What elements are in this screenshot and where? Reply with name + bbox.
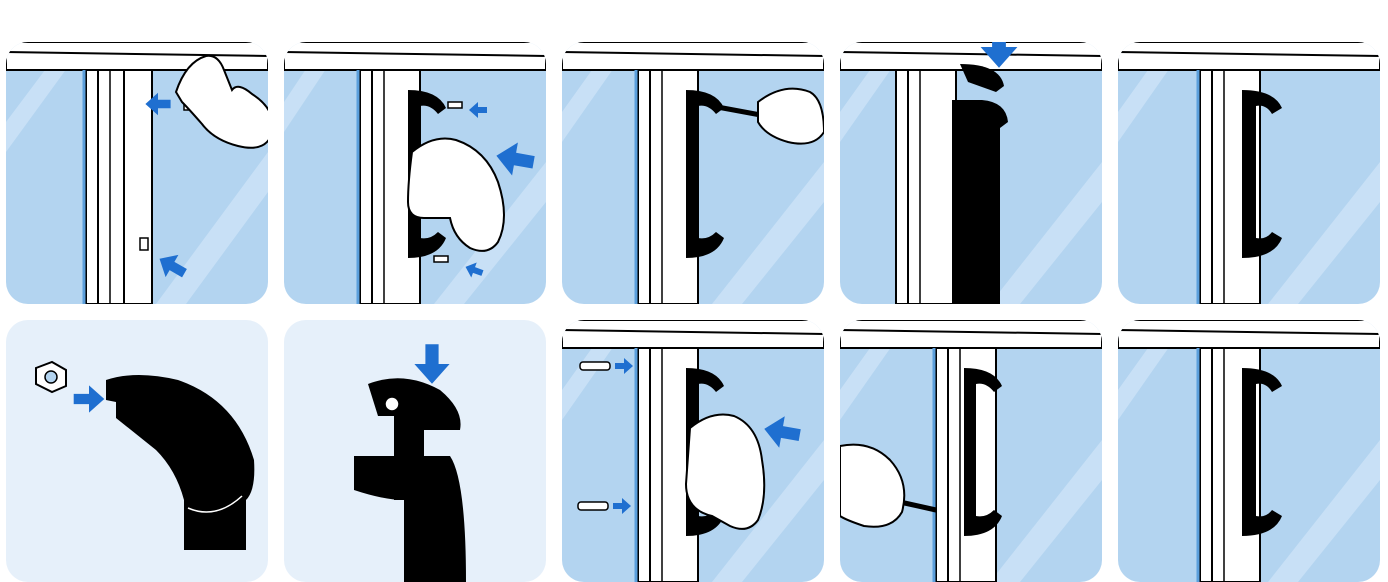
step-panel-r1-p4 xyxy=(840,42,1102,304)
screw-icon xyxy=(448,102,462,108)
step-panel-r2-p5 xyxy=(1118,320,1380,582)
door-illustration xyxy=(1118,42,1380,304)
door-profile xyxy=(896,70,956,304)
step-panel-r2-p2 xyxy=(284,320,546,582)
door-illustration xyxy=(562,42,824,304)
door-illustration xyxy=(6,42,268,304)
step-panel-r1-p3 xyxy=(562,42,824,304)
cover-strip-icon xyxy=(952,100,1008,304)
door-illustration xyxy=(562,320,824,582)
step-panel-r2-p1 xyxy=(6,320,268,582)
door-illustration xyxy=(840,320,1102,582)
step-panel-r2-p4 xyxy=(840,320,1102,582)
step-panel-r1-p5 xyxy=(1118,42,1380,304)
door-illustration xyxy=(284,42,546,304)
part-illustration xyxy=(6,320,268,582)
part-illustration xyxy=(284,320,546,582)
door-profile xyxy=(86,70,152,304)
step-panel-r1-p1 xyxy=(6,42,268,304)
screw-icon xyxy=(580,362,610,370)
step-panel-r2-p3 xyxy=(562,320,824,582)
door-illustration xyxy=(840,42,1102,304)
door-illustration xyxy=(1118,320,1380,582)
nut-icon xyxy=(140,238,148,250)
screw-icon xyxy=(434,256,448,262)
screw-icon xyxy=(578,502,608,510)
step-panel-r1-p2 xyxy=(284,42,546,304)
